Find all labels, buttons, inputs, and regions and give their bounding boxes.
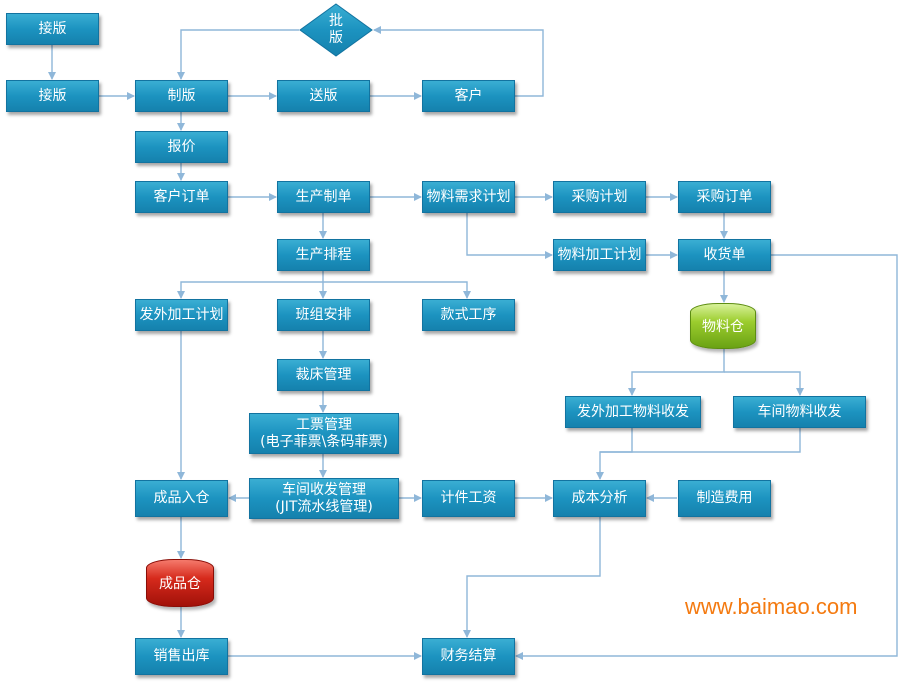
node-wuliao-xuqiu: 物料需求计划 — [422, 181, 515, 213]
node-chejian-wuliao: 车间物料收发 — [733, 396, 866, 428]
connector-arrow — [596, 428, 633, 480]
node-chejian-shoufa: 车间收发管理(JIT流水线管理) — [249, 478, 399, 519]
node-zhiban: 制版 — [135, 80, 228, 112]
approval-decision-diamond — [299, 3, 373, 57]
node-shengchan-zhidan: 生产制单 — [277, 181, 370, 213]
node-caigou-jihua: 采购计划 — [553, 181, 646, 213]
connector-arrow — [373, 26, 544, 97]
node-shouhuodan: 收货单 — [678, 239, 771, 271]
storage-chengpincang: 成品仓 — [146, 559, 214, 607]
node-chengpin-ruchang: 成品入仓 — [135, 480, 228, 517]
connector-arrow — [463, 517, 601, 638]
node-chengben-fenxi: 成本分析 — [553, 480, 646, 517]
node-banzu-anpai: 班组安排 — [277, 299, 370, 331]
node-caigou-dingdan: 采购订单 — [678, 181, 771, 213]
node-kuanshi-gongxu: 款式工序 — [422, 299, 515, 331]
connector-arrow — [323, 281, 471, 299]
connector-arrow — [628, 349, 725, 396]
approval-decision-label: 批版 — [329, 13, 343, 46]
node-fawai-wuliao: 发外加工物料收发 — [565, 396, 701, 428]
node-kehu-dingdan: 客户订单 — [135, 181, 228, 213]
node-xiaoshou-chuku: 销售出库 — [135, 638, 228, 675]
connector-arrow — [466, 213, 553, 259]
connector-arrow — [600, 428, 801, 453]
node-caichuang: 裁床管理 — [277, 359, 370, 391]
node-gongpiao: 工票管理(电子菲票\条码菲票) — [249, 413, 399, 454]
node-jijian-gongzi: 计件工资 — [422, 480, 515, 517]
connector-arrow — [724, 371, 804, 396]
watermark-text: www.baimao.com — [685, 594, 858, 619]
node-baojia: 报价 — [135, 131, 228, 163]
connector-arrow — [177, 29, 299, 80]
connector-arrow — [177, 271, 324, 299]
node-zhizao-feiyong: 制造费用 — [678, 480, 771, 517]
node-fawai-jiagong: 发外加工计划 — [135, 299, 228, 331]
storage-wuliaocang: 物料仓 — [690, 303, 756, 349]
node-wuliao-jiagong: 物料加工计划 — [553, 239, 646, 271]
node-jieban-1: 接版 — [6, 13, 99, 45]
node-kehu: 客户 — [422, 80, 515, 112]
node-shengchan-paicheng: 生产排程 — [277, 239, 370, 271]
node-jieban-2: 接版 — [6, 80, 99, 112]
node-caiwu-jiesuan: 财务结算 — [422, 638, 515, 675]
node-songban: 送版 — [277, 80, 370, 112]
connector-arrow — [515, 254, 898, 660]
